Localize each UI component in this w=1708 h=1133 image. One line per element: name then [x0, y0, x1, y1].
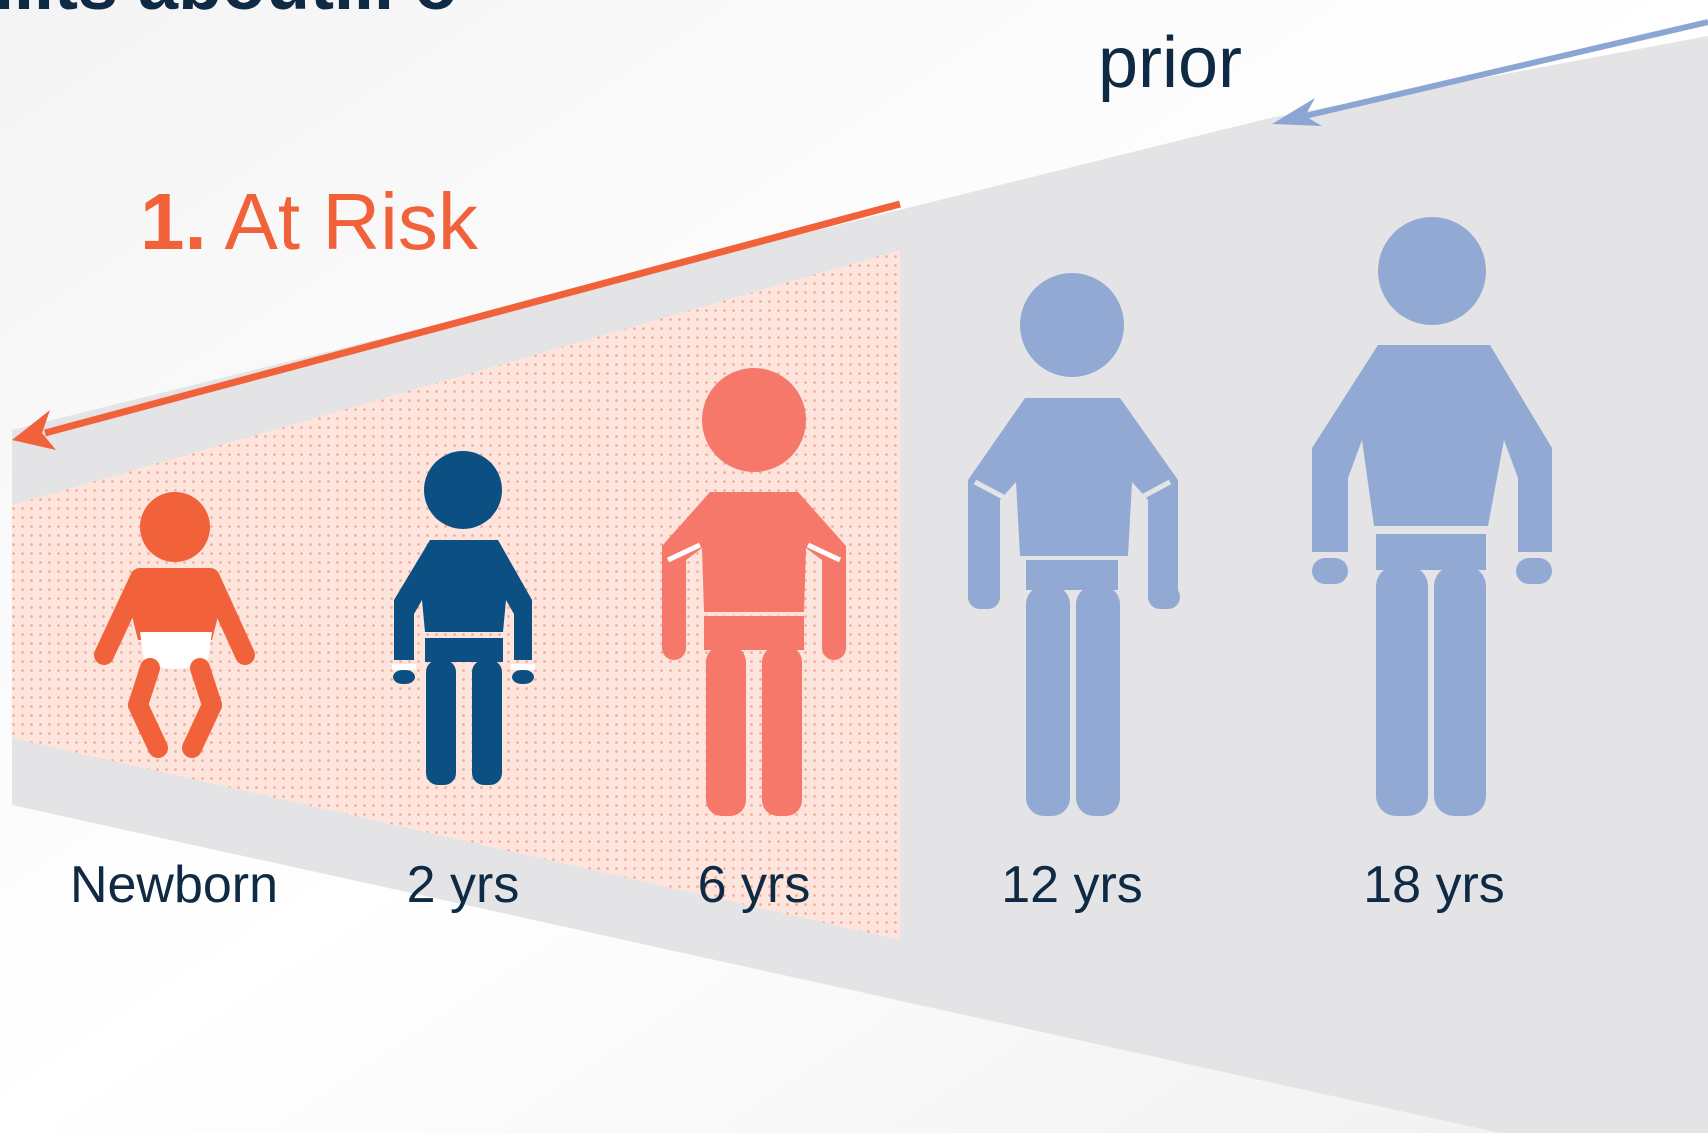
toddler-figure-icon	[392, 451, 535, 785]
at-risk-text: At Risk	[224, 177, 478, 266]
newborn-figure-icon	[94, 492, 255, 758]
age-label-12yrs: 12 yrs	[1001, 856, 1143, 914]
top-heading-fragment: ...ts about... o	[0, 0, 458, 26]
prior-label: prior	[1098, 23, 1243, 103]
at-risk-number: 1.	[140, 177, 207, 266]
preteen-figure-icon	[968, 273, 1180, 816]
age-label-2yrs: 2 yrs	[406, 856, 520, 914]
child-figure-icon	[662, 368, 846, 816]
age-label-18yrs: 18 yrs	[1363, 856, 1505, 914]
at-risk-label: 1. At Risk	[140, 176, 478, 268]
at-risk-arrow	[12, 200, 901, 450]
prior-arrow	[1272, 19, 1708, 126]
age-label-6yrs: 6 yrs	[697, 856, 811, 914]
age-label-newborn: Newborn	[69, 856, 279, 914]
adult-figure-icon	[1312, 217, 1552, 816]
